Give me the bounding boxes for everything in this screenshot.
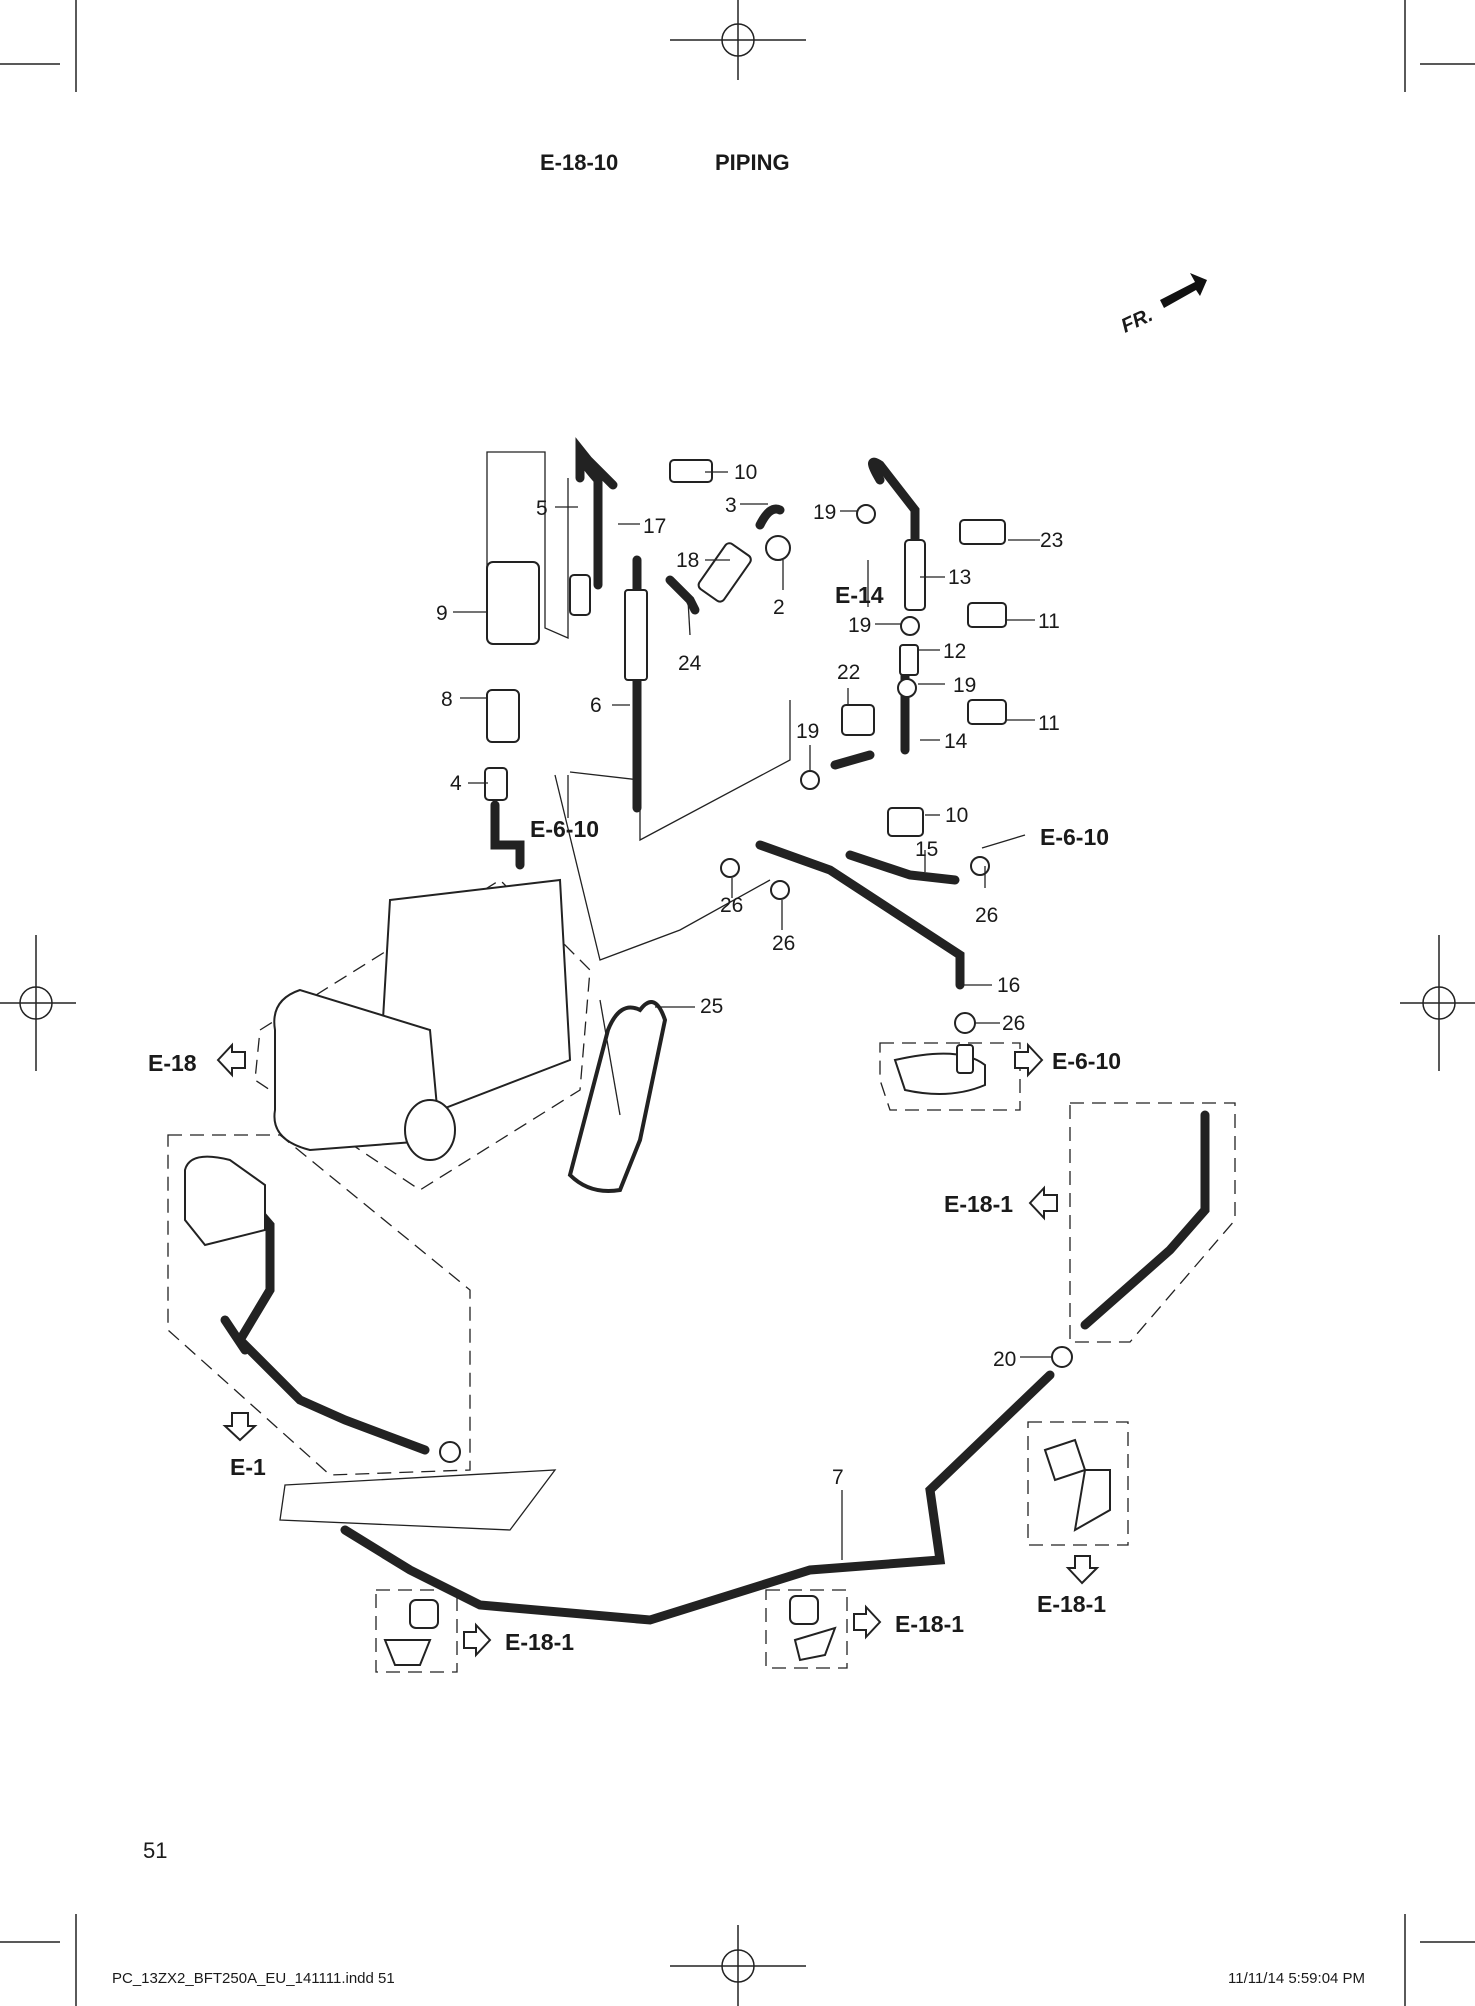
- fitting-nipple: [956, 1044, 974, 1074]
- bracket-right: [1073, 1469, 1111, 1532]
- clip-11-b: [967, 699, 1007, 725]
- callout-8: 8: [441, 688, 453, 711]
- clip-10-top: [669, 459, 713, 483]
- reference-panels: [279, 451, 791, 1531]
- footer-filename: PC_13ZX2_BFT250A_EU_141111.indd 51: [112, 1970, 395, 1987]
- callout-10-mid: 10: [945, 804, 968, 827]
- clip-lower-mid: [789, 1595, 819, 1625]
- callout-26-d: 26: [1002, 1012, 1025, 1035]
- figure-title: PIPING: [715, 150, 790, 175]
- clip-10-mid: [887, 807, 924, 837]
- clamp-26-a: [720, 858, 740, 878]
- hose-6: [624, 589, 648, 681]
- callout-26-b: 26: [772, 932, 795, 955]
- callout-23: 23: [1040, 529, 1063, 552]
- clamp-19-a: [856, 504, 876, 524]
- callout-24: 24: [678, 652, 702, 675]
- figure-code: E-18-10: [540, 150, 619, 175]
- components: [184, 459, 1111, 1666]
- callout-20: 20: [993, 1348, 1016, 1371]
- clip-23: [959, 519, 1006, 545]
- callout-15: 15: [915, 838, 938, 861]
- fuel-filter-element: [486, 561, 540, 645]
- ref-e181-right: E-18-1: [1037, 1591, 1106, 1617]
- arrow-e181-left: [463, 1622, 492, 1658]
- joint-12: [899, 644, 919, 676]
- vapour-separator: [273, 988, 442, 1152]
- callout-9: 9: [436, 602, 448, 625]
- clip-lower-left: [409, 1599, 439, 1629]
- callout-19-d: 19: [796, 720, 819, 743]
- ref-e14: E-14: [835, 582, 884, 608]
- ref-e18: E-18: [148, 1050, 197, 1076]
- hoses: [220, 437, 1210, 1625]
- callout-26-c: 26: [975, 904, 998, 927]
- page-number: 51: [143, 1838, 168, 1863]
- arrow-e181-side: [1028, 1185, 1058, 1221]
- arrow-e181-right: [1065, 1555, 1100, 1585]
- clamp-19-b: [900, 616, 920, 636]
- ref-e181-mid: E-18-1: [895, 1611, 964, 1637]
- callout-17: 17: [643, 515, 666, 538]
- callout-18: 18: [676, 549, 699, 572]
- bracket-lower-mid: [793, 1626, 837, 1662]
- callout-22: 22: [837, 661, 860, 684]
- hose-13: [904, 539, 926, 611]
- hose-5-end: [569, 574, 591, 616]
- group-outlines: [167, 879, 1236, 1673]
- separator-cap: [404, 1099, 456, 1161]
- clamp-26-b: [770, 880, 790, 900]
- ref-e610-upper: E-6-10: [1040, 824, 1109, 850]
- callout-16: 16: [997, 974, 1020, 997]
- callout-26-a: 26: [720, 894, 743, 917]
- callout-19-b: 19: [848, 614, 871, 637]
- clamp-2: [765, 535, 791, 561]
- callout-2: 2: [773, 596, 785, 619]
- callout-14: 14: [944, 730, 968, 753]
- arrow-e181-mid: [853, 1604, 882, 1640]
- ref-e610-lower: E-6-10: [1052, 1048, 1121, 1074]
- callout-13: 13: [948, 566, 971, 589]
- clamp-lower: [439, 1441, 461, 1463]
- callout-25: 25: [700, 995, 723, 1018]
- throttle-body: [184, 1155, 266, 1247]
- callout-5: 5: [536, 497, 548, 520]
- check-valve: [697, 542, 752, 603]
- callout-10-top: 10: [734, 461, 757, 484]
- callout-11-b: 11: [1038, 712, 1060, 735]
- bracket-lower-left: [383, 1639, 432, 1666]
- arrow-e610-right: [1014, 1042, 1044, 1078]
- fuel-filter: [486, 689, 520, 743]
- callout-4: 4: [450, 772, 462, 795]
- hose-4: [484, 767, 508, 801]
- ref-e181-side: E-18-1: [944, 1191, 1013, 1217]
- hose-25-loop: [567, 1000, 668, 1193]
- clamp-19-c: [897, 678, 917, 698]
- callout-19-a: 19: [813, 501, 836, 524]
- ref-e181-left: E-18-1: [505, 1629, 574, 1655]
- clip-22: [841, 704, 875, 736]
- leader-lines: [453, 471, 1052, 1560]
- callout-12: 12: [943, 640, 966, 663]
- reference-arrows: [216, 1042, 1100, 1658]
- callout-19-c: 19: [953, 674, 976, 697]
- ref-e610-left: E-6-10: [530, 816, 599, 842]
- arrow-e18: [216, 1042, 246, 1078]
- clip-11-a: [967, 602, 1007, 628]
- arrow-e1: [222, 1412, 258, 1442]
- callout-6: 6: [590, 694, 602, 717]
- footer-timestamp: 11/11/14 5:59:04 PM: [1228, 1970, 1366, 1987]
- callout-7: 7: [832, 1466, 844, 1489]
- ref-e1: E-1: [230, 1454, 266, 1480]
- callout-11-a: 11: [1038, 610, 1060, 633]
- callout-3: 3: [725, 494, 737, 517]
